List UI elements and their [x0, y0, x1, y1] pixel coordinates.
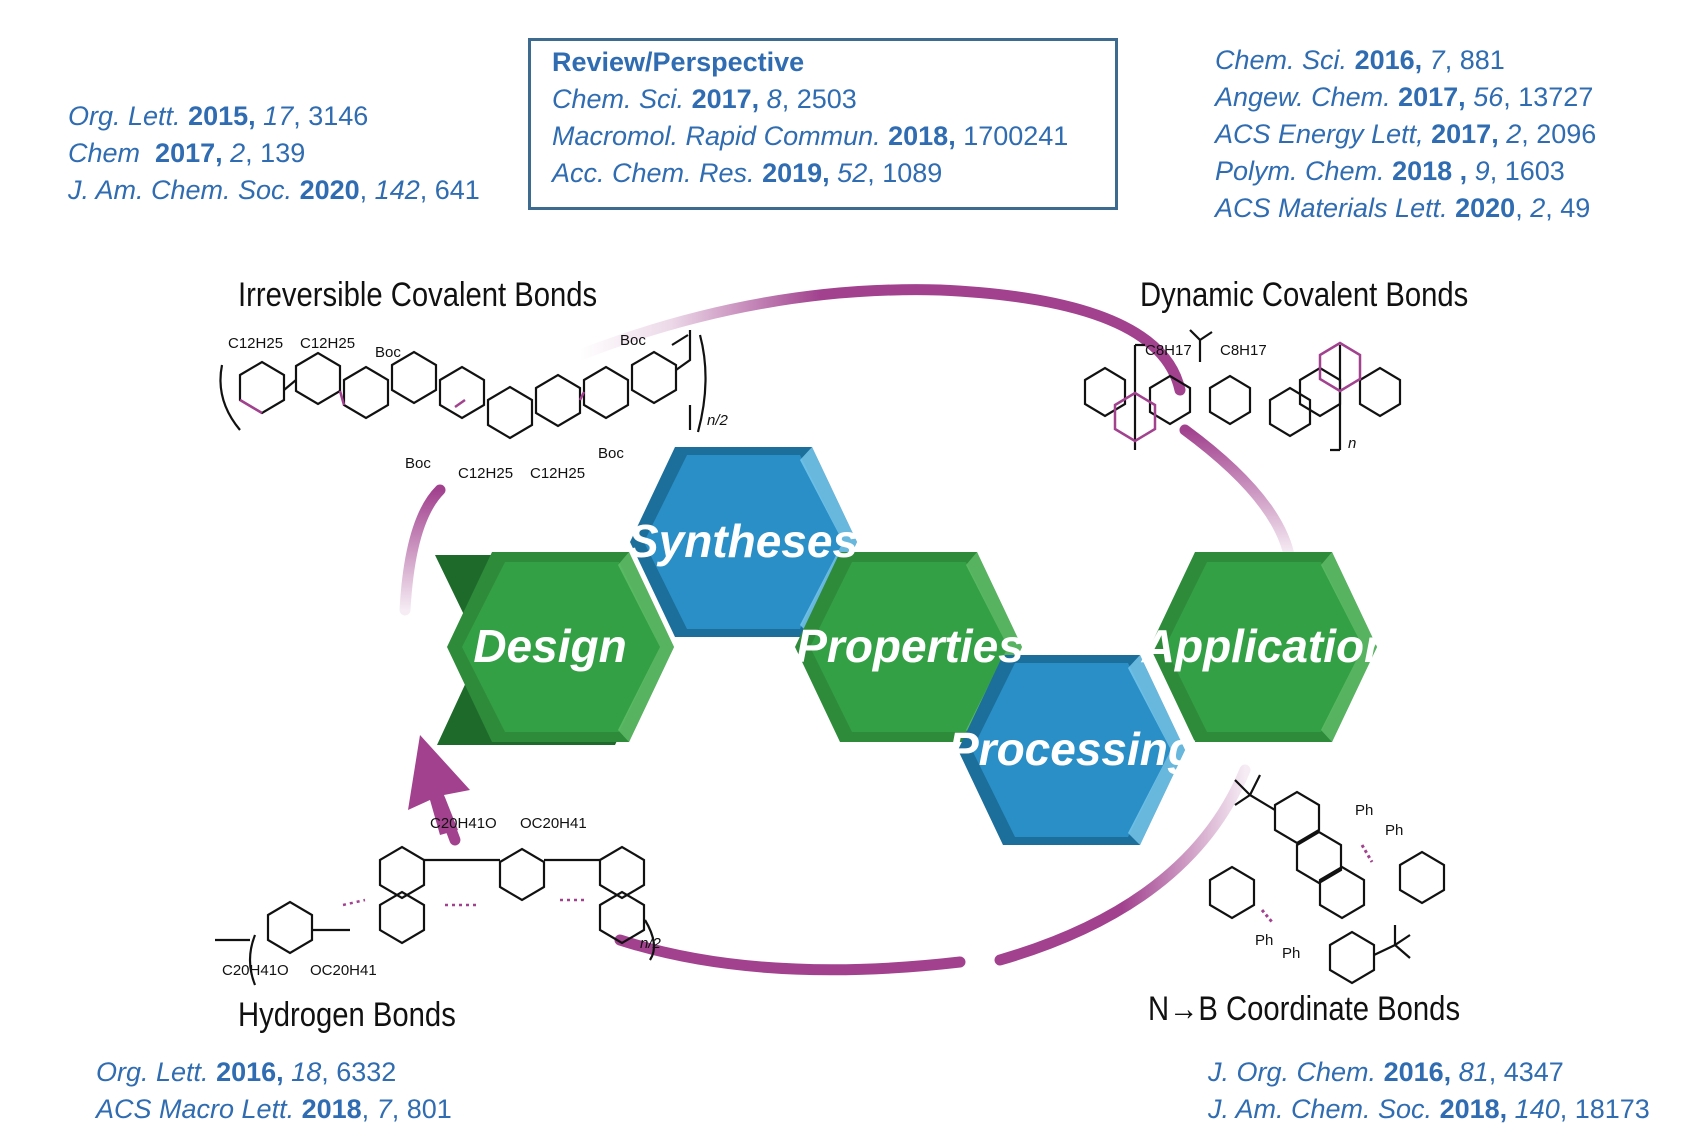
- ref-line: J. Org. Chem. 2016, 81, 4347: [1208, 1057, 1564, 1087]
- molecule-hbond-polymer: [215, 845, 656, 986]
- hexagon-application: [1150, 552, 1377, 742]
- molecule-irreversible-accent: [239, 390, 586, 415]
- refs-top-left: Org. Lett. 2015, 17, 3146 Chem 2017, 2, …: [68, 98, 480, 209]
- molecule-nb-labels: Ph Ph Ph Ph: [1255, 802, 1403, 962]
- molecule-irreversible-labels: C12H25 C12H25 Boc Boc Boc Boc C12H25 C12…: [228, 332, 729, 482]
- ref-line: Angew. Chem. 2017, 56, 13727: [1215, 82, 1594, 112]
- label-c8h17: C8H17: [1220, 342, 1267, 359]
- molecule-nb-compound: [1208, 774, 1446, 985]
- label-boc: Boc: [620, 332, 646, 349]
- review-title: Review/Perspective: [552, 47, 805, 77]
- cycle-arc-bottom-right: [994, 764, 1251, 966]
- cycle-arc-top: [574, 284, 1186, 396]
- hexagon-syntheses: [630, 447, 857, 637]
- refs-bottom-right: J. Org. Chem. 2016, 81, 4347 J. Am. Chem…: [1208, 1054, 1650, 1128]
- hexagon-label-application: Application: [1141, 620, 1392, 672]
- refs-review: Review/Perspective Chem. Sci. 2017, 8, 2…: [552, 44, 1068, 192]
- molecule-nb-accent: [1260, 844, 1374, 923]
- review-box: [528, 38, 1118, 210]
- ref-line: J. Am. Chem. Soc. 2018, 140, 18173: [1208, 1094, 1650, 1124]
- cycle-arc-right: [1179, 424, 1296, 566]
- ref-line: Polym. Chem. 2018 , 9, 1603: [1215, 156, 1565, 186]
- label-boc: Boc: [375, 344, 401, 361]
- molecule-dynamic-polymer: [1083, 329, 1402, 452]
- molecule-dynamic-labels: C8H17 C8H17 n: [1145, 342, 1356, 452]
- hexagon-label-processing: Processing: [948, 723, 1196, 775]
- label-c12h25: C12H25: [228, 335, 283, 352]
- molecule-hbond-labels: C20H41O OC20H41 C20H41O OC20H41 n/2: [222, 815, 662, 979]
- label-c20h41o: C20H41O: [430, 815, 497, 832]
- label-c12h25: C12H25: [530, 465, 585, 482]
- ref-line: Chem 2017, 2, 139: [68, 138, 306, 168]
- label-c8h17: C8H17: [1145, 342, 1192, 359]
- label-c12h25: C12H25: [458, 465, 513, 482]
- label-repeat-n: n: [1348, 435, 1356, 452]
- molecule-dynamic-accent: [1113, 341, 1362, 443]
- molecule-hbond-accent: [342, 898, 585, 907]
- refs-bottom-left: Org. Lett. 2016, 18, 6332 ACS Macro Lett…: [96, 1054, 452, 1128]
- heading-hydrogen-bonds: Hydrogen Bonds: [238, 996, 456, 1034]
- label-c20h41o: C20H41O: [222, 962, 289, 979]
- label-boc: Boc: [405, 455, 431, 472]
- hexagon-design: [435, 552, 674, 745]
- ref-line: J. Am. Chem. Soc. 2020, 142, 641: [68, 175, 480, 205]
- heading-irreversible-covalent-bonds: Irreversible Covalent Bonds: [238, 276, 598, 314]
- cycle-arc-top-left: [399, 484, 446, 616]
- label-ph: Ph: [1355, 802, 1373, 819]
- ref-line: ACS Macro Lett. 2018, 7, 801: [96, 1094, 452, 1124]
- ref-line: Macromol. Rapid Commun. 2018, 1700241: [552, 121, 1069, 151]
- hexagon-properties: [795, 552, 1022, 742]
- ref-line: Org. Lett. 2016, 18, 6332: [96, 1057, 397, 1087]
- hexagon-label-syntheses: Syntheses: [628, 515, 858, 567]
- label-oc20h41: OC20H41: [310, 962, 377, 979]
- ref-line: Org. Lett. 2015, 17, 3146: [68, 101, 369, 131]
- cycle-arrowhead-icon: [408, 735, 470, 835]
- hexagon-label-design: Design: [473, 620, 626, 672]
- hexagon-label-properties: Properties: [796, 620, 1024, 672]
- label-ph: Ph: [1255, 932, 1273, 949]
- ref-line: Acc. Chem. Res. 2019, 52, 1089: [552, 158, 943, 188]
- heading-dynamic-covalent-bonds: Dynamic Covalent Bonds: [1140, 276, 1469, 314]
- label-boc: Boc: [598, 445, 624, 462]
- label-c12h25: C12H25: [300, 335, 355, 352]
- hexagon-processing: [958, 655, 1185, 845]
- ref-line: Chem. Sci. 2017, 8, 2503: [552, 84, 857, 114]
- heading-nb-coordinate-bonds: N→B Coordinate Bonds: [1148, 990, 1461, 1028]
- label-oc20h41: OC20H41: [520, 815, 587, 832]
- label-repeat-n: n/2: [707, 412, 729, 429]
- cycle-arrows: [399, 284, 1296, 976]
- ref-line: ACS Energy Lett, 2017, 2, 2096: [1215, 119, 1597, 149]
- label-ph: Ph: [1385, 822, 1403, 839]
- label-ph: Ph: [1282, 945, 1300, 962]
- cycle-arc-bottom: [614, 934, 966, 976]
- label-repeat-n: n/2: [640, 935, 662, 952]
- ref-line: Chem. Sci. 2016, 7, 881: [1215, 45, 1505, 75]
- refs-top-right: Chem. Sci. 2016, 7, 881 Angew. Chem. 201…: [1215, 42, 1596, 227]
- ref-line: ACS Materials Lett. 2020, 2, 49: [1215, 193, 1591, 223]
